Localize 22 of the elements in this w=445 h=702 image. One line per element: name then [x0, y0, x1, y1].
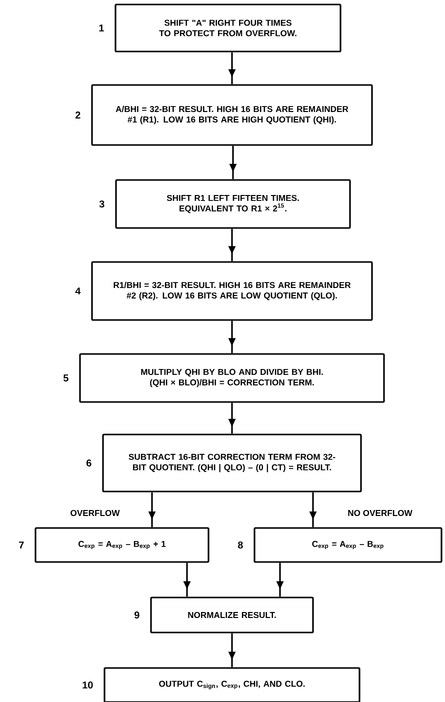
step-number: 5 [63, 374, 68, 382]
process-box: OUTPUT C$_{sign}$, C$_{exp}$, CHI, AND CLO. [104, 667, 360, 702]
step-number: 1 [99, 24, 104, 32]
step-number: 6 [86, 459, 92, 467]
step-number: 7 [19, 542, 24, 548]
process-box: A/BHI = 32-BIT RESULT. HIGH 16 BITS ARE REMAINDER #1 (R1). LOW 16 BITS ARE HIGH QUOTIENT (QHI). [91, 84, 373, 146]
edge-label: OVERFLOW [69, 508, 121, 518]
step-number: 4 [75, 288, 81, 294]
process-box: C$_{exp}$ = A$_{exp}$ – B$_{exp}$ + 1 [34, 527, 210, 563]
process-box: NORMALIZE RESULT. [150, 596, 314, 634]
process-box: C$_{exp}$ = A$_{exp}$ – B$_{exp}$ [254, 527, 442, 563]
process-box: R1/BHI = 32-BIT RESULT. HIGH 16 BITS ARE REMAINDER #2 (R2). LOW 16 BITS ARE LOW QUOTIENT (QLO). [91, 261, 373, 321]
step-number: 9 [134, 611, 140, 619]
process-box: SUBTRACT 16-BIT CORRECTION TERM FROM 32-BIT QUOTIENT. (QHI | QLO) – (0 | CT) = RESULT. [102, 434, 362, 492]
step-number: 8 [238, 541, 243, 549]
step-number: 3 [99, 200, 104, 208]
step-number: 10 [82, 681, 93, 689]
process-box: SHIFT R1 LEFT FIFTEEN TIMES. EQUIVALENT TO R1 × 2$^{15}$. [115, 179, 351, 229]
process-box: SHIFT "A" RIGHT FOUR TIMES TO PROTECT FROM OVERFLOW. [114, 4, 342, 52]
edge-label: NO OVERFLOW [346, 508, 414, 518]
process-box: MULTIPLY QHI BY BLO AND DIVIDE BY BHI. (QHI × BLO)/BHI = CORRECTION TERM. [79, 353, 385, 403]
step-number: 2 [75, 112, 80, 118]
